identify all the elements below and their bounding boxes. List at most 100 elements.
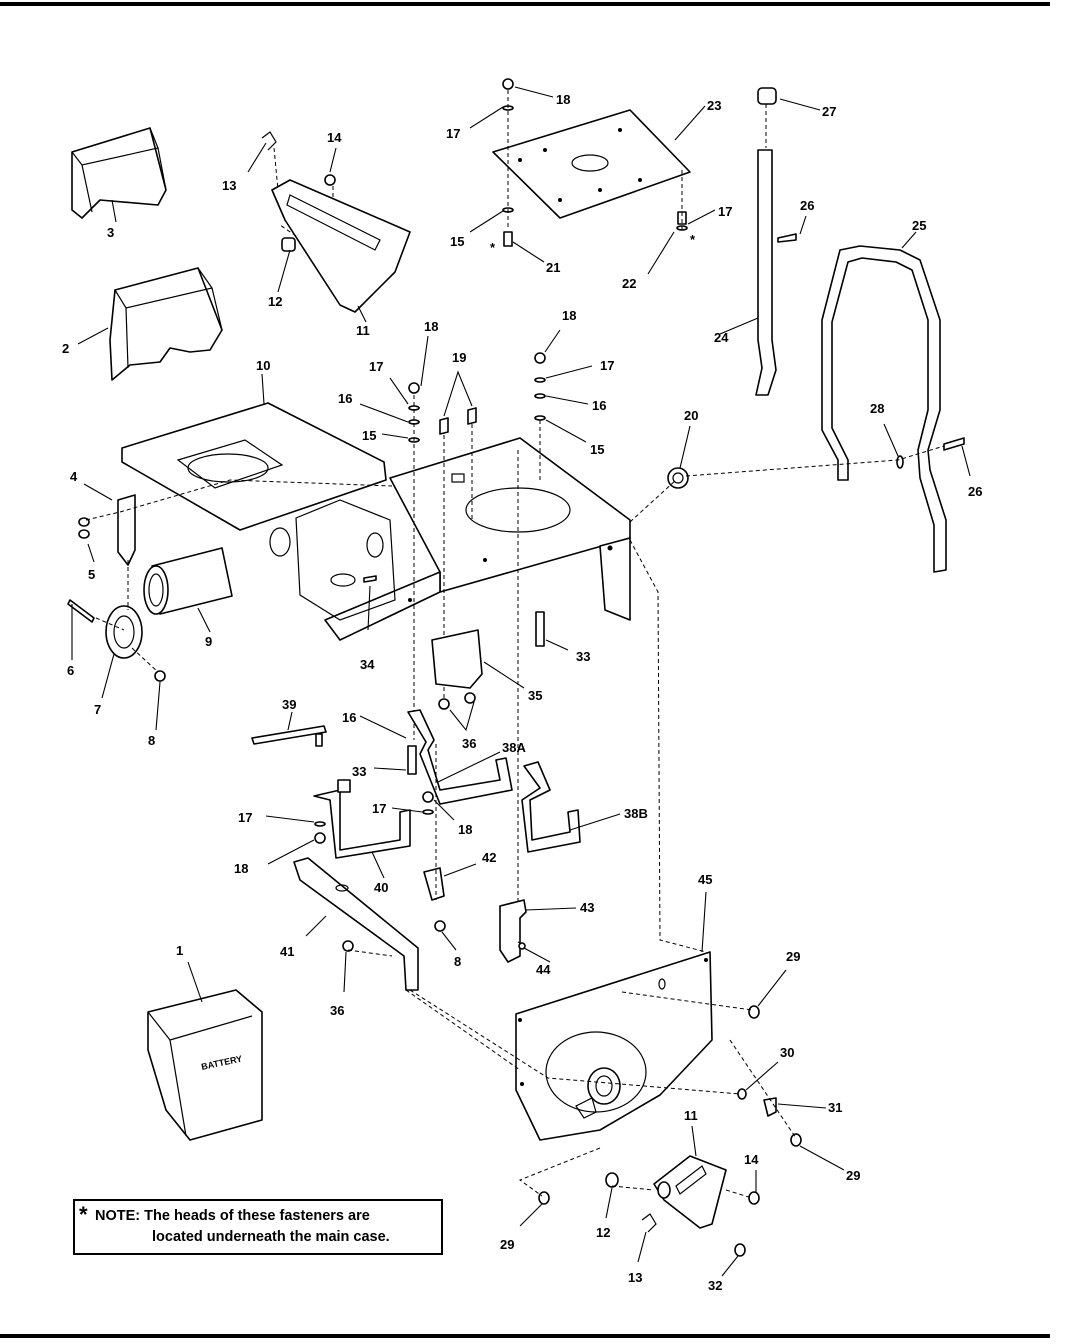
part-8-nut-lower — [434, 920, 446, 932]
part-42-pin — [423, 867, 445, 901]
callout-30: 30 — [780, 1045, 794, 1060]
part-31-clip — [763, 1097, 777, 1117]
callout-17-top: 17 — [446, 126, 460, 141]
hardware-stack-plate — [502, 78, 688, 247]
callout-14-lower: 14 — [744, 1152, 759, 1167]
callout-26-lower: 26 — [968, 484, 982, 499]
callout-1: 1 — [176, 943, 183, 958]
callout-12-lower: 12 — [596, 1225, 610, 1240]
callout-29-upper: 29 — [786, 949, 800, 964]
leader-lines — [71, 86, 971, 1277]
callout-17-lower-right: 17 — [372, 801, 386, 816]
callout-43: 43 — [580, 900, 594, 915]
callout-36-upper: 36 — [462, 736, 476, 751]
part-45-side-plate — [515, 951, 713, 1141]
part-38a-bracket — [407, 709, 513, 805]
callout-25: 25 — [912, 218, 926, 233]
part-2-shield-cover — [109, 267, 223, 381]
callout-26-upper: 26 — [800, 198, 814, 213]
part-33-pin-lower — [407, 745, 417, 775]
part-6-bolt — [67, 599, 95, 623]
part-27-cap — [757, 87, 777, 105]
callout-labels: 3 2 10 4 5 6 7 8 9 13 14 12 11 18 17 23 … — [62, 92, 982, 1293]
callout-39: 39 — [282, 697, 296, 712]
callout-22: 22 — [622, 276, 636, 291]
callout-19: 19 — [452, 350, 466, 365]
callout-34: 34 — [360, 657, 375, 672]
callout-36-lower: 36 — [330, 1003, 344, 1018]
callout-16-right: 16 — [592, 398, 606, 413]
callout-45: 45 — [698, 872, 712, 887]
callout-7: 7 — [94, 702, 101, 717]
callout-21: 21 — [546, 260, 560, 275]
part-26-bolt-upper — [777, 233, 797, 243]
part-35-bracket — [431, 629, 483, 689]
part-20-bushing — [667, 467, 689, 489]
star-22: * — [690, 232, 696, 247]
part-28-washer — [896, 455, 904, 469]
part-13-clip-lower — [641, 1213, 657, 1233]
callout-28: 28 — [870, 401, 884, 416]
part-11-bracket-lower — [653, 1155, 727, 1229]
top-rule — [0, 2, 1050, 6]
callout-18-top: 18 — [556, 92, 570, 107]
bottom-rule — [0, 1334, 1050, 1338]
part-8-nut-left — [154, 670, 166, 682]
part-12-nut-lower — [605, 1172, 619, 1188]
note-asterisk: * — [79, 1202, 88, 1227]
part-29-bolt-b — [790, 1133, 802, 1147]
part-44-nut — [518, 942, 526, 950]
part-1-battery-cover: BATTERY — [147, 989, 263, 1141]
callout-33-right: 33 — [576, 649, 590, 664]
callout-35: 35 — [528, 688, 542, 703]
part-14-bolt-upper — [324, 174, 336, 186]
part-13-clip-upper — [261, 131, 277, 151]
callout-20: 20 — [684, 408, 698, 423]
callout-15-top: 15 — [450, 234, 464, 249]
part-40-lever — [313, 779, 411, 859]
part-25-handle-loop — [821, 245, 947, 573]
callout-18-right: 18 — [562, 308, 576, 323]
callout-13-lower: 13 — [628, 1270, 642, 1285]
part-12-nut-upper — [281, 237, 296, 252]
assembly-lines — [85, 147, 945, 1199]
part-5-bolts — [78, 517, 90, 539]
callout-29-right: 29 — [846, 1168, 860, 1183]
callout-31: 31 — [828, 1100, 842, 1115]
callout-33-lower: 33 — [352, 764, 366, 779]
callout-42: 42 — [482, 850, 496, 865]
part-38b-bracket — [521, 761, 581, 853]
part-29-bolt-a — [748, 1005, 760, 1019]
callout-16-left: 16 — [338, 391, 352, 406]
callout-16-lower: 16 — [342, 710, 356, 725]
fastener-note: * NOTE: The heads of these fasteners are… — [73, 1199, 443, 1255]
part-39-rod — [251, 725, 327, 747]
callout-41: 41 — [280, 944, 294, 959]
part-9-tube — [143, 547, 233, 615]
part-43-bracket — [499, 899, 527, 963]
callout-14-upper: 14 — [327, 130, 342, 145]
callout-4: 4 — [70, 469, 78, 484]
callout-24: 24 — [714, 330, 729, 345]
part-4-bracket — [117, 494, 136, 566]
callout-8-lower: 8 — [454, 954, 461, 969]
callout-15-left: 15 — [362, 428, 376, 443]
callout-2: 2 — [62, 341, 69, 356]
callout-17-left: 17 — [369, 359, 383, 374]
callout-13-upper: 13 — [222, 178, 236, 193]
callout-32: 32 — [708, 1278, 722, 1293]
part-26-bolt-lower — [943, 437, 965, 451]
callout-11-upper: 11 — [356, 323, 370, 338]
callout-12-upper: 12 — [268, 294, 282, 309]
callout-15-right: 15 — [590, 442, 604, 457]
callout-38b: 38B — [624, 806, 648, 821]
part-3-shield-cover — [71, 127, 167, 219]
hardware-stack-left — [408, 382, 477, 740]
part-36-nut-lower — [342, 940, 354, 952]
callout-10: 10 — [256, 358, 270, 373]
hardware-stack-right — [517, 352, 546, 960]
callout-18-lower-left: 18 — [234, 861, 248, 876]
note-line-1: NOTE: The heads of these fasteners are — [95, 1208, 370, 1224]
callout-27: 27 — [822, 104, 836, 119]
